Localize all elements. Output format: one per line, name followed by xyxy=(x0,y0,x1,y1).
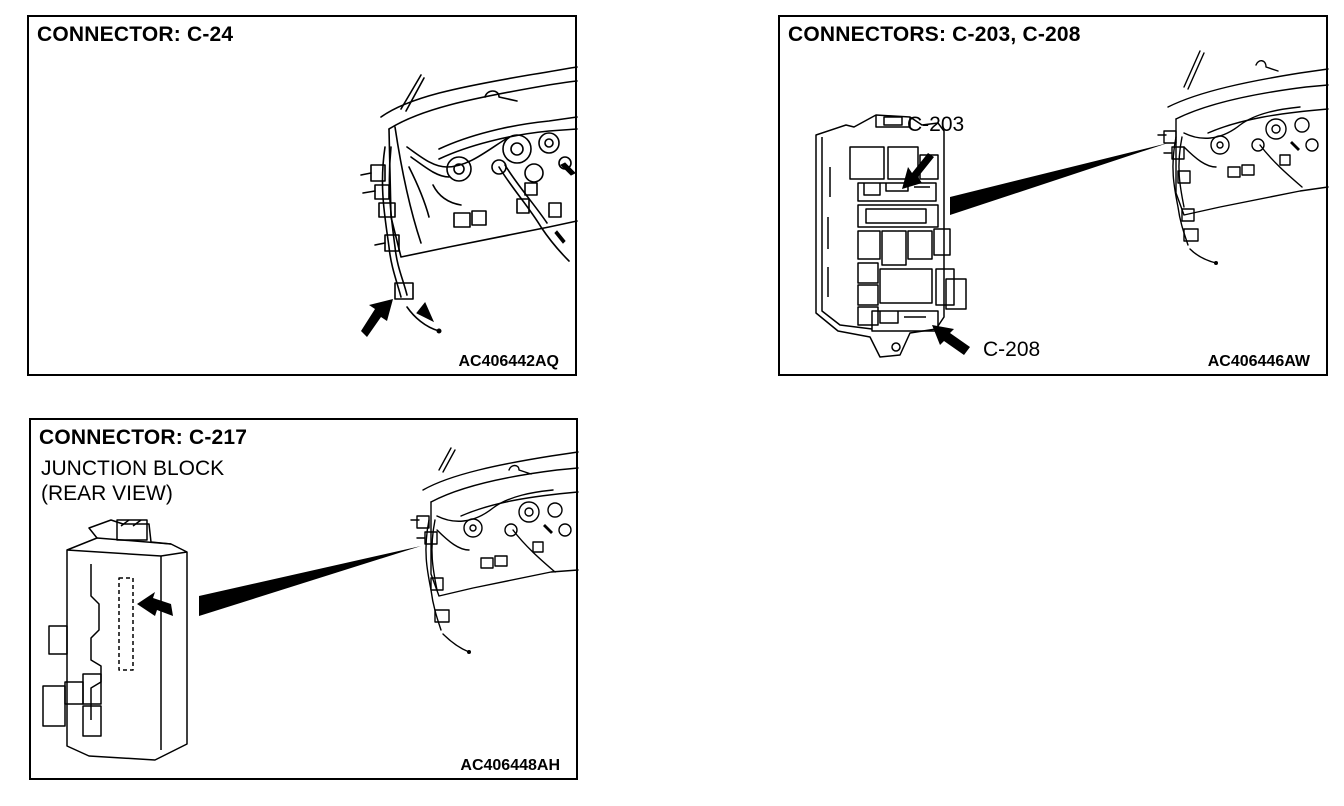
dashboard-harness-drawing xyxy=(29,17,579,378)
callout-c208: C-208 xyxy=(983,338,1041,361)
panel-title: CONNECTOR: C-24 xyxy=(37,23,234,46)
callout-c203: C-203 xyxy=(907,113,965,136)
panel-connector-c217: CONNECTOR: C-217 JUNCTION BLOCK (REAR VI… xyxy=(29,418,578,780)
panel-connectors-c203-c208: CONNECTORS: C-203, C-208 xyxy=(778,15,1328,376)
dashboard-harness-drawing xyxy=(780,17,1330,265)
pointer-arrow-icon xyxy=(361,299,393,337)
subtitle-line-2: (REAR VIEW) xyxy=(41,482,173,505)
subtitle-line-1: JUNCTION BLOCK xyxy=(41,457,225,480)
dashboard-harness-drawing xyxy=(31,420,580,654)
panel-connector-c24: CONNECTOR: C-24 xyxy=(27,15,577,376)
panel-title: CONNECTORS: C-203, C-208 xyxy=(788,23,1081,46)
junction-block-drawing xyxy=(780,17,1168,378)
figure-code: AC406448AH xyxy=(460,757,560,774)
figure-code: AC406446AW xyxy=(1207,353,1310,370)
figure-code: AC406442AQ xyxy=(458,353,560,370)
panel-title: CONNECTOR: C-217 xyxy=(39,426,248,449)
pointer-arrow-icon xyxy=(137,592,173,616)
pointer-arrow-icon xyxy=(902,153,970,355)
junction-block-drawing xyxy=(31,420,421,782)
